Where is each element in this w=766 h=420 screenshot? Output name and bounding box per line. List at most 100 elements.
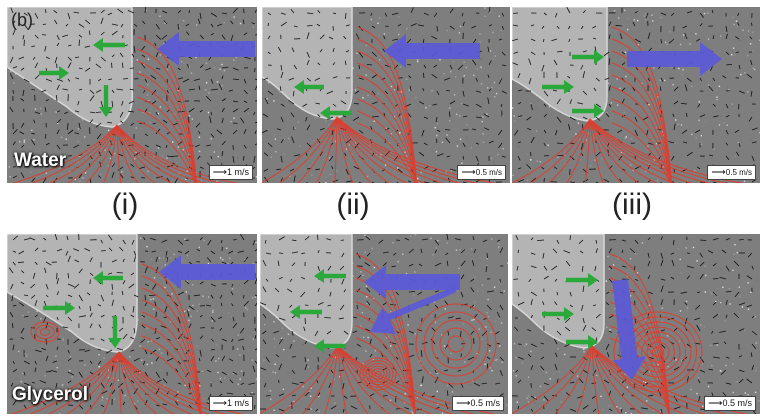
velocity-vector bbox=[501, 64, 507, 66]
velocity-vector bbox=[219, 380, 223, 384]
velocity-vector bbox=[568, 25, 571, 30]
speckle bbox=[210, 27, 212, 30]
flow-image-water-iii bbox=[512, 7, 760, 183]
velocity-vector bbox=[423, 181, 430, 183]
speckle bbox=[10, 70, 12, 72]
speckle bbox=[469, 383, 472, 386]
velocity-vector bbox=[45, 99, 49, 102]
velocity-vector bbox=[44, 107, 47, 113]
body-shape bbox=[7, 234, 138, 353]
speckle bbox=[210, 137, 212, 140]
velocity-vector bbox=[530, 314, 533, 319]
velocity-vector bbox=[554, 278, 558, 282]
velocity-vector bbox=[738, 239, 744, 241]
speckle bbox=[732, 391, 734, 394]
velocity-vector bbox=[151, 100, 157, 105]
speckle bbox=[500, 78, 502, 80]
speckle bbox=[432, 254, 434, 256]
speckle bbox=[743, 71, 746, 74]
velocity-vector bbox=[621, 239, 627, 242]
streamline bbox=[630, 326, 687, 378]
velocity-vector bbox=[552, 248, 558, 254]
speckle bbox=[486, 312, 488, 314]
velocity-vector bbox=[326, 90, 334, 95]
velocity-vector bbox=[221, 98, 227, 102]
velocity-vector bbox=[530, 408, 534, 412]
velocity-vector bbox=[431, 35, 438, 40]
speckle bbox=[225, 363, 227, 365]
scale-bar: ⟶0.5 m/s bbox=[704, 396, 756, 411]
speckle bbox=[417, 177, 419, 180]
speckle bbox=[373, 120, 376, 122]
speckle bbox=[621, 139, 623, 141]
speckle bbox=[198, 8, 201, 10]
speckle bbox=[442, 179, 445, 181]
speckle bbox=[490, 331, 492, 333]
velocity-vector bbox=[737, 22, 740, 27]
velocity-vector bbox=[569, 116, 576, 121]
velocity-vector bbox=[242, 345, 245, 351]
velocity-vector bbox=[543, 103, 547, 107]
velocity-vector bbox=[327, 304, 332, 307]
speckle bbox=[489, 350, 491, 352]
speckle bbox=[636, 272, 639, 274]
velocity-vector bbox=[605, 302, 610, 306]
velocity-vector bbox=[746, 378, 753, 384]
streamline bbox=[336, 116, 372, 183]
velocity-vector bbox=[177, 333, 183, 340]
speckle bbox=[756, 81, 758, 84]
velocity-vector bbox=[144, 266, 148, 274]
velocity-vector bbox=[358, 64, 360, 70]
velocity-vector bbox=[751, 155, 755, 162]
green-arrow-icon bbox=[290, 305, 322, 319]
speckle bbox=[495, 324, 497, 327]
speckle bbox=[406, 28, 408, 30]
velocity-vector bbox=[184, 250, 190, 255]
velocity-vector bbox=[556, 154, 564, 157]
speckle bbox=[252, 26, 254, 28]
speckle bbox=[479, 41, 481, 43]
speckle bbox=[456, 141, 458, 143]
speckle bbox=[441, 334, 443, 336]
velocity-vector bbox=[488, 88, 492, 92]
velocity-vector bbox=[122, 280, 126, 285]
velocity-vector bbox=[67, 62, 72, 69]
velocity-vector bbox=[345, 50, 350, 53]
speckle bbox=[443, 72, 445, 75]
speckle bbox=[546, 339, 548, 342]
speckle bbox=[329, 157, 331, 159]
speckle bbox=[474, 276, 476, 278]
speckle bbox=[74, 178, 76, 181]
scale-bar: ⟶0.5 m/s bbox=[707, 165, 756, 180]
speckle bbox=[623, 111, 625, 113]
speckle bbox=[530, 159, 532, 161]
speckle bbox=[480, 83, 483, 85]
velocity-vector bbox=[304, 340, 308, 345]
speckle bbox=[687, 125, 689, 127]
speckle bbox=[433, 76, 435, 78]
velocity-vector bbox=[141, 62, 146, 69]
speckle bbox=[515, 322, 517, 324]
streamline bbox=[10, 351, 120, 414]
speckle bbox=[176, 399, 179, 402]
velocity-vector bbox=[364, 262, 371, 267]
speckle bbox=[660, 16, 662, 19]
speckle bbox=[735, 20, 738, 22]
velocity-vector bbox=[330, 369, 334, 374]
speckle bbox=[434, 127, 436, 129]
velocity-vector bbox=[332, 103, 337, 107]
speckle bbox=[439, 59, 441, 61]
velocity-vector bbox=[141, 177, 146, 179]
speckle bbox=[204, 89, 207, 91]
speckle bbox=[112, 163, 114, 166]
velocity-vector bbox=[725, 51, 730, 55]
velocity-vector bbox=[328, 36, 334, 40]
velocity-vector bbox=[254, 130, 257, 135]
velocity-vector bbox=[34, 360, 37, 365]
speckle bbox=[552, 379, 554, 381]
speckle bbox=[166, 157, 168, 159]
streamline bbox=[337, 345, 454, 414]
speckle bbox=[365, 74, 367, 76]
speckle bbox=[219, 377, 222, 380]
velocity-vector bbox=[331, 165, 334, 170]
